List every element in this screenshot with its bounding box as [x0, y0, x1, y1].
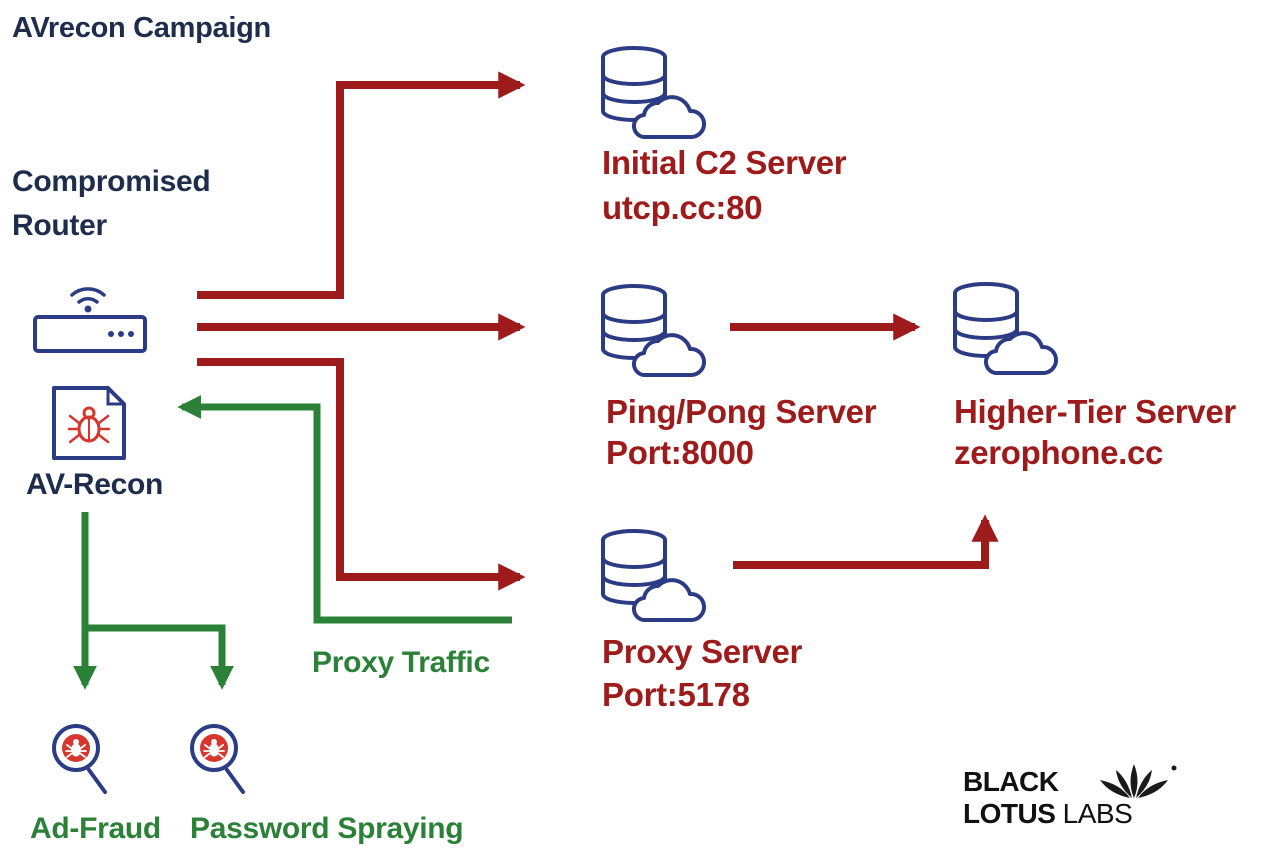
- arrow-proxy-server-to-higher-tier: [733, 514, 999, 569]
- diagram-title: AVrecon Campaign: [12, 12, 271, 44]
- lotus-logo-icon: [1100, 764, 1177, 798]
- logo-lotus-text: LOTUS: [963, 798, 1056, 829]
- initial-c2-server-name: Initial C2 Server: [602, 144, 847, 181]
- ping-pong-server-icon: [601, 284, 707, 378]
- ping-pong-server-name: Ping/Pong Server: [606, 393, 877, 430]
- ad-fraud-label: Ad-Fraud: [30, 812, 161, 845]
- proxy-server-name: Proxy Server: [602, 633, 803, 670]
- router-icon: [33, 287, 147, 353]
- arrow-proxy-traffic-to-router: [177, 395, 512, 624]
- logo-labs-text: LABS: [1062, 798, 1133, 829]
- av-recon-label: AV-Recon: [26, 468, 164, 501]
- proxy-server-detail: Port:5178: [602, 676, 750, 713]
- ad-fraud-magnifier-icon: [52, 724, 107, 794]
- arrow-router-to-proxy-server: [197, 358, 526, 591]
- higher-tier-server-detail: zerophone.cc: [954, 434, 1164, 471]
- proxy-server-icon: [601, 529, 707, 623]
- arrow-router-to-initial-c2: [197, 71, 526, 299]
- compromised-router-label: Compromised Router: [12, 165, 211, 242]
- password-spraying-magnifier-icon: [190, 724, 245, 794]
- proxy-traffic-label: Proxy Traffic: [312, 646, 490, 679]
- higher-tier-server-icon: [953, 282, 1059, 376]
- av-recon-file-bug-icon: [52, 386, 126, 460]
- arrow-av-recon-to-password-spraying: [85, 624, 234, 690]
- black-lotus-labs-logo: BLACK LOTUS LABS: [963, 760, 1183, 840]
- higher-tier-server-name: Higher-Tier Server: [954, 393, 1236, 430]
- password-spraying-label: Password Spraying: [190, 812, 464, 845]
- initial-c2-server-icon: [601, 46, 707, 140]
- ping-pong-server-detail: Port:8000: [606, 434, 754, 471]
- initial-c2-server-detail: utcp.cc:80: [602, 189, 763, 226]
- logo-black-text: BLACK: [963, 766, 1059, 797]
- logo-line-two: LOTUS LABS: [963, 798, 1133, 829]
